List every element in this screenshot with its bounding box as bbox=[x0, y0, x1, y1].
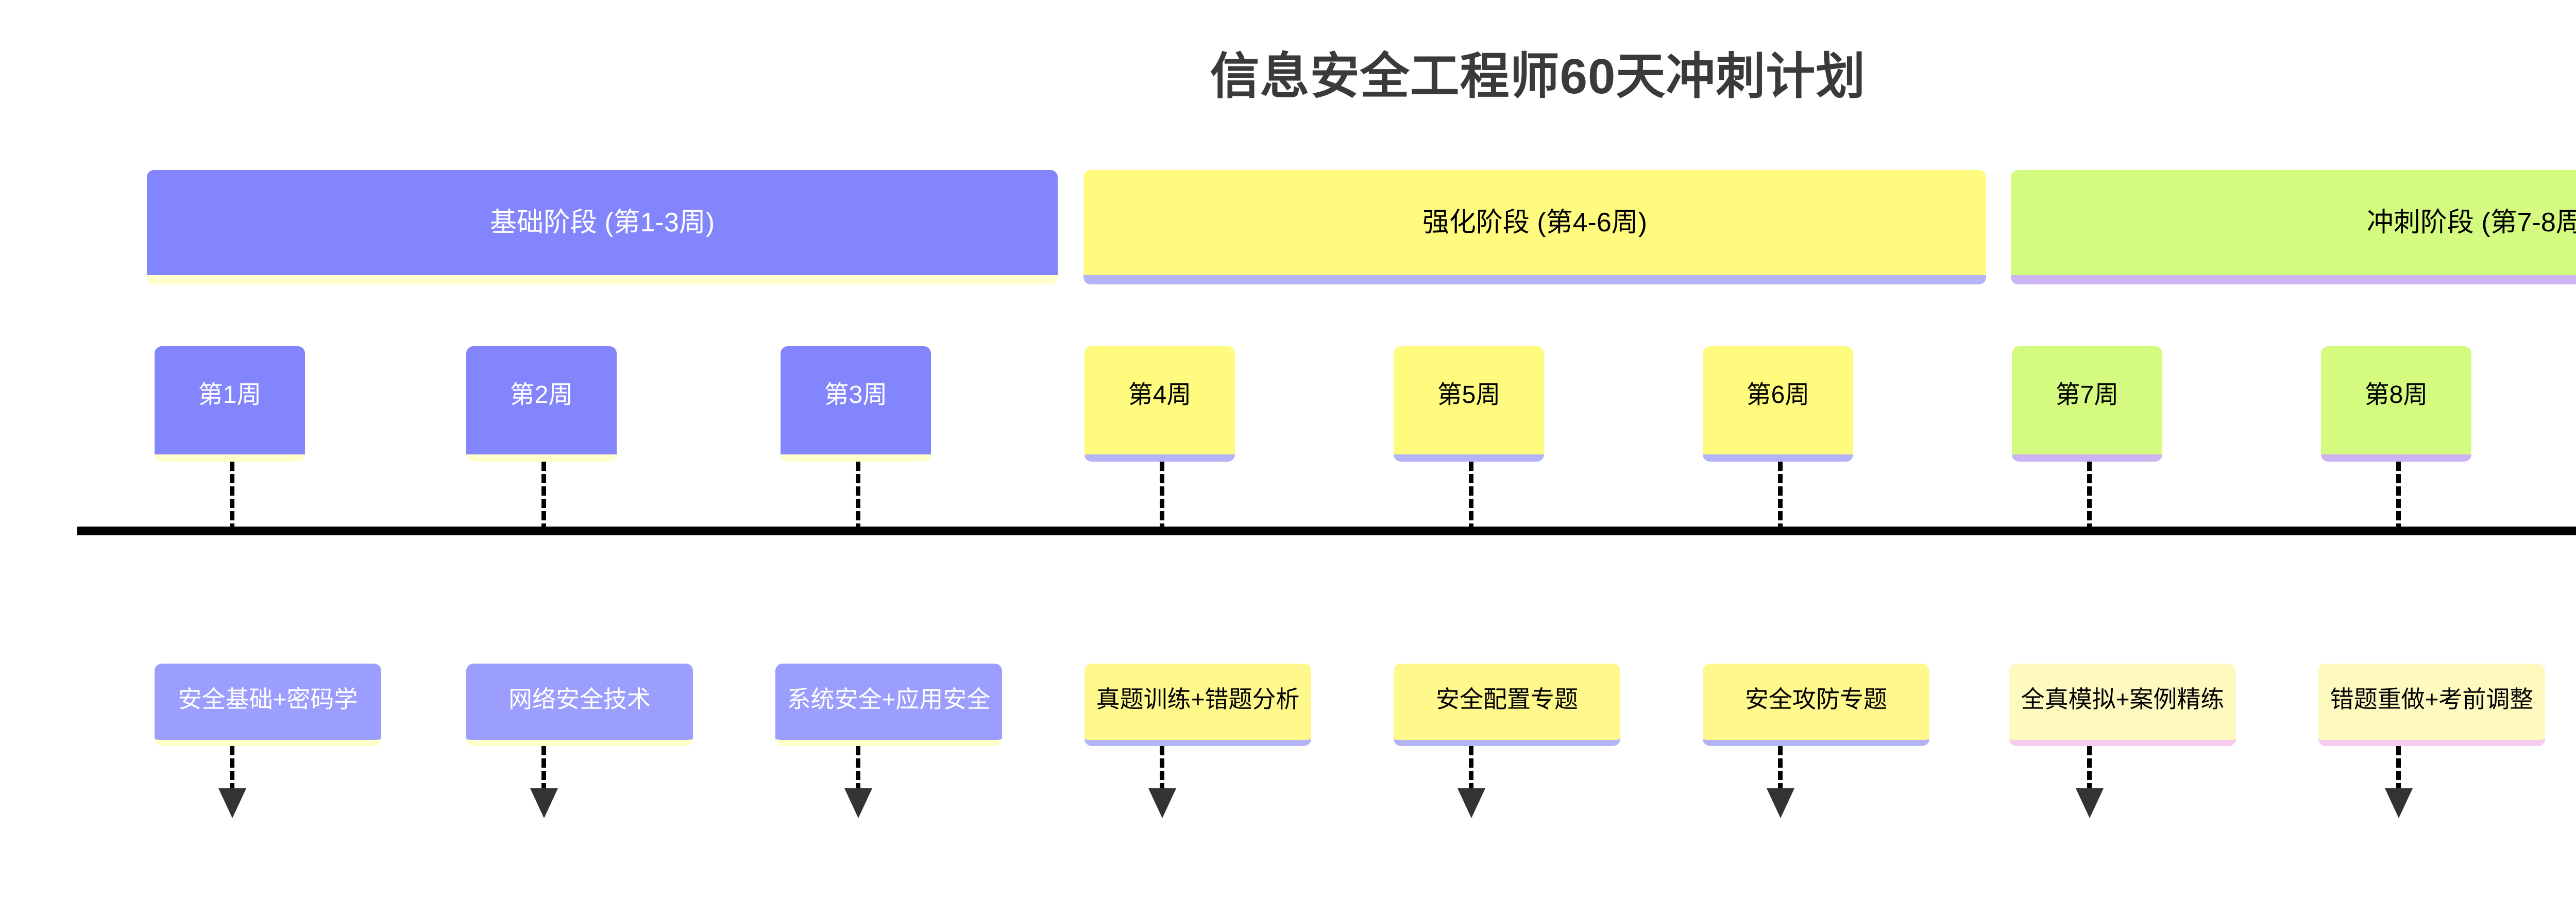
week-box-label: 第1周 bbox=[198, 381, 262, 409]
content-box-label: 安全基础+密码学 bbox=[178, 686, 358, 713]
content-box-label: 安全配置专题 bbox=[1436, 686, 1578, 713]
dashed-connector-bottom bbox=[541, 746, 546, 792]
week-box[interactable]: 第7周 bbox=[2012, 346, 2162, 462]
content-box-label: 全真模拟+案例精练 bbox=[2021, 686, 2225, 713]
content-box-label: 安全攻防专题 bbox=[1745, 686, 1887, 713]
down-arrow-head-icon bbox=[218, 788, 246, 818]
content-box-label: 网络安全技术 bbox=[509, 686, 651, 713]
content-box[interactable]: 错题重做+考前调整 bbox=[2318, 664, 2545, 746]
dashed-connector-top bbox=[230, 462, 234, 533]
week-box[interactable]: 第2周 bbox=[466, 346, 617, 462]
dashed-connector-bottom bbox=[230, 746, 234, 792]
dashed-connector-top bbox=[2396, 462, 2401, 533]
week-box[interactable]: 第3周 bbox=[781, 346, 931, 462]
down-arrow-head-icon bbox=[2385, 788, 2413, 818]
week-box-label: 第3周 bbox=[824, 381, 888, 409]
content-box[interactable]: 安全攻防专题 bbox=[1703, 664, 1929, 746]
week-box-label: 第7周 bbox=[2055, 381, 2119, 409]
phase-bar[interactable]: 基础阶段 (第1-3周) bbox=[147, 170, 1058, 284]
dashed-connector-top bbox=[1160, 462, 1164, 533]
content-box[interactable]: 真题训练+错题分析 bbox=[1084, 664, 1311, 746]
content-box[interactable]: 系统安全+应用安全 bbox=[775, 664, 1002, 746]
content-box[interactable]: 安全配置专题 bbox=[1394, 664, 1620, 746]
content-box[interactable]: 安全基础+密码学 bbox=[155, 664, 381, 746]
dashed-connector-top bbox=[1778, 462, 1783, 533]
dashed-connector-top bbox=[2087, 462, 2092, 533]
dashed-connector-bottom bbox=[1469, 746, 1473, 792]
content-box-label: 错题重做+考前调整 bbox=[2330, 686, 2534, 713]
phase-bar-label: 冲刺阶段 (第7-8周) bbox=[2366, 207, 2576, 238]
week-box-label: 第6周 bbox=[1746, 381, 1810, 409]
phase-bar-label: 基础阶段 (第1-3周) bbox=[489, 207, 715, 238]
page-title: 信息安全工程师60天冲刺计划 bbox=[1210, 49, 1866, 104]
dashed-connector-bottom bbox=[2396, 746, 2401, 792]
week-box[interactable]: 第8周 bbox=[2321, 346, 2471, 462]
week-box-label: 第5周 bbox=[1437, 381, 1501, 409]
content-box-label: 真题训练+错题分析 bbox=[1096, 686, 1300, 713]
phase-bar[interactable]: 强化阶段 (第4-6周) bbox=[1083, 170, 1986, 284]
phase-bar[interactable]: 冲刺阶段 (第7-8周) bbox=[2011, 170, 2576, 284]
down-arrow-head-icon bbox=[530, 788, 558, 818]
content-box[interactable]: 网络安全技术 bbox=[466, 664, 693, 746]
down-arrow-head-icon bbox=[1148, 788, 1176, 818]
dashed-connector-top bbox=[541, 462, 546, 533]
dashed-connector-top bbox=[1469, 462, 1473, 533]
week-box[interactable]: 第6周 bbox=[1703, 346, 1853, 462]
dashed-connector-bottom bbox=[1160, 746, 1164, 792]
week-box-label: 第4周 bbox=[1128, 381, 1192, 409]
dashed-connector-bottom bbox=[856, 746, 860, 792]
week-box-label: 第8周 bbox=[2364, 381, 2428, 409]
week-box[interactable]: 第5周 bbox=[1394, 346, 1544, 462]
down-arrow-head-icon bbox=[2076, 788, 2104, 818]
down-arrow-head-icon bbox=[844, 788, 872, 818]
dashed-connector-top bbox=[856, 462, 860, 533]
down-arrow-head-icon bbox=[1767, 788, 1794, 818]
timeline-axis-line bbox=[77, 527, 2576, 535]
content-box-label: 系统安全+应用安全 bbox=[787, 686, 991, 713]
week-box[interactable]: 第4周 bbox=[1084, 346, 1235, 462]
dashed-connector-bottom bbox=[2087, 746, 2092, 792]
week-box-label: 第2周 bbox=[510, 381, 573, 409]
dashed-connector-bottom bbox=[1778, 746, 1783, 792]
week-box[interactable]: 第1周 bbox=[155, 346, 305, 462]
phase-bar-label: 强化阶段 (第4-6周) bbox=[1422, 207, 1648, 238]
content-box[interactable]: 全真模拟+案例精练 bbox=[2009, 664, 2236, 746]
down-arrow-head-icon bbox=[1458, 788, 1485, 818]
